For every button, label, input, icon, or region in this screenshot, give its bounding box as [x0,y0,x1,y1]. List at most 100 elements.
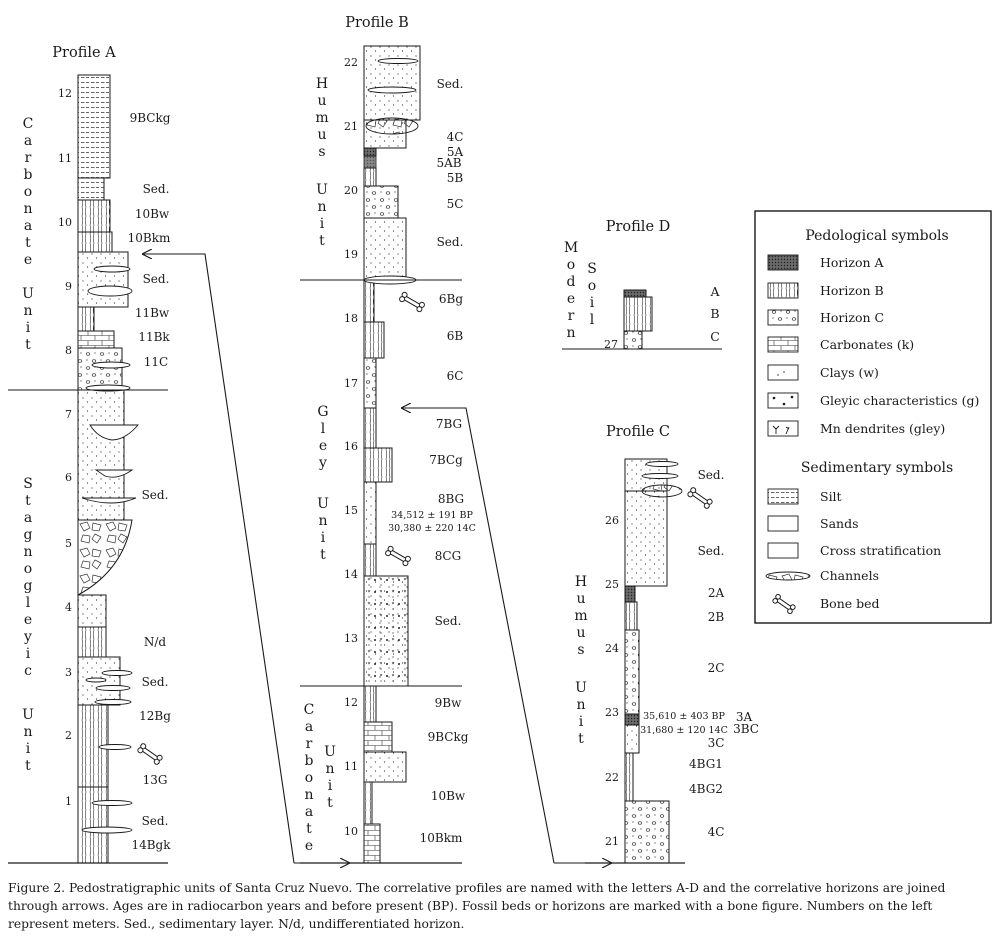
svg-text:Sed.: Sed. [437,235,464,249]
svg-text:U: U [22,286,34,302]
svg-text:H: H [316,76,328,92]
svg-text:e: e [24,612,32,628]
svg-text:3: 3 [65,666,72,679]
svg-text:t: t [25,758,31,774]
svg-text:B: B [710,306,719,321]
svg-text:11: 11 [344,760,358,773]
svg-text:6Bg: 6Bg [439,292,463,306]
svg-text:Clays (w): Clays (w) [820,365,879,380]
svg-text:o: o [24,561,32,577]
profile-c-dates: 35,610 ± 403 BP 31,680 ± 120 14C [640,711,728,736]
svg-text:Gleyic characteristics (g): Gleyic characteristics (g) [820,393,979,408]
svg-text:U: U [324,744,336,760]
svg-text:4C: 4C [708,825,725,839]
svg-text:19: 19 [344,248,358,261]
profile-c-title: Profile C [606,424,670,440]
svg-text:8: 8 [65,344,72,357]
svg-text:34,512 ± 191 BP: 34,512 ± 191 BP [391,510,473,521]
svg-text:Sands: Sands [820,516,858,531]
svg-text:2B: 2B [708,610,725,624]
svg-text:16: 16 [344,440,358,453]
profile-d-horizon-labels: A B C [709,284,720,344]
svg-text:n: n [23,303,32,319]
svg-text:Sed.: Sed. [142,488,169,502]
svg-text:6B: 6B [447,329,464,343]
svg-text:5A: 5A [447,145,464,159]
svg-text:n: n [325,761,334,777]
bone-icon [687,487,713,509]
svg-text:2C: 2C [708,661,725,675]
legend-sed-labels: Silt Sands Cross stratification Channels… [820,489,941,611]
profile-b-unit-gley: G l e y U n i t [317,404,329,563]
profile-b-unit-humus: H u m u s U n i t [315,76,328,249]
pedostratigraphic-diagram: Profile A [8,15,992,878]
correlation-arrow-b-to-c [401,408,555,864]
svg-text:o: o [24,184,32,200]
svg-text:Sed.: Sed. [698,468,725,482]
svg-text:N/d: N/d [144,635,167,649]
svg-text:r: r [25,150,32,166]
bone-icon [137,743,163,765]
svg-text:a: a [24,133,32,149]
svg-text:15: 15 [344,504,358,517]
bone-icon [399,291,425,313]
profile-d-title: Profile D [606,219,671,235]
svg-text:10Bw: 10Bw [431,789,466,803]
svg-text:18: 18 [344,312,358,325]
svg-text:u: u [317,93,326,109]
svg-text:M: M [564,240,578,256]
svg-text:n: n [23,724,32,740]
svg-text:24: 24 [605,642,619,655]
profile-a-horizon-labels: 9BCkg Sed. 10Bw 10Bkm Sed. 11Bw 11Bk 11C… [128,111,172,852]
svg-text:s: s [318,144,325,160]
svg-text:n: n [576,697,585,713]
bone-icon [385,545,411,567]
profile-c-column [624,458,713,864]
svg-text:b: b [24,167,33,183]
svg-text:5C: 5C [447,197,464,211]
svg-text:r: r [306,736,313,752]
svg-text:2: 2 [65,729,72,742]
svg-text:U: U [22,707,34,723]
svg-text:4BG1: 4BG1 [689,757,723,771]
svg-text:8CG: 8CG [435,549,461,563]
svg-text:u: u [576,625,585,641]
svg-text:a: a [305,804,313,820]
svg-text:Horizon B: Horizon B [820,283,884,298]
svg-text:U: U [575,680,587,696]
svg-text:11Bw: 11Bw [135,306,170,320]
svg-text:25: 25 [605,578,619,591]
svg-text:11C: 11C [144,355,168,369]
svg-text:9BCkg: 9BCkg [130,111,171,125]
svg-text:Sed.: Sed. [435,614,462,628]
svg-text:G: G [317,404,328,420]
legend-ped-swatches [767,254,799,437]
profile-a-title: Profile A [52,45,116,61]
svg-text:S: S [23,476,33,492]
svg-text:a: a [24,510,32,526]
svg-text:26: 26 [605,514,619,527]
svg-text:10Bkm: 10Bkm [128,231,171,245]
svg-text:7BG: 7BG [436,417,462,431]
svg-text:20: 20 [344,184,358,197]
svg-text:9BCkg: 9BCkg [428,730,469,744]
svg-text:C: C [23,116,34,132]
svg-text:Sed.: Sed. [142,675,169,689]
svg-text:t: t [327,795,333,811]
svg-text:14: 14 [344,568,358,581]
svg-text:5AB: 5AB [436,156,461,170]
svg-text:a: a [305,719,313,735]
svg-text:Sed.: Sed. [437,77,464,91]
svg-text:n: n [23,201,32,217]
svg-text:8BG: 8BG [438,492,464,506]
svg-text:12: 12 [58,87,72,100]
svg-text:t: t [25,337,31,353]
svg-text:23: 23 [605,706,619,719]
svg-text:o: o [567,257,575,273]
svg-text:a: a [24,218,32,234]
svg-text:n: n [317,199,326,215]
svg-text:30,380 ± 220 14C: 30,380 ± 220 14C [388,523,476,534]
svg-text:13G: 13G [143,773,168,787]
svg-text:g: g [24,578,33,594]
correlation-arrow-a-to-b [142,254,295,864]
